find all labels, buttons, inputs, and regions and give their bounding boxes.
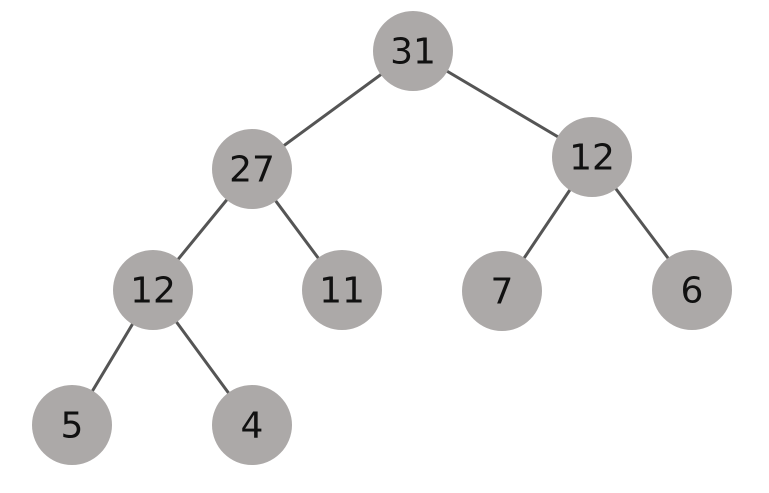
tree-node-circle xyxy=(302,250,382,330)
tree-node-circle xyxy=(652,250,732,330)
edges-layer xyxy=(70,49,694,427)
tree-node-label: 11 xyxy=(319,271,365,312)
tree-node-ll: 12 xyxy=(113,250,193,330)
tree-node-rr: 6 xyxy=(652,250,732,330)
tree-node-circle xyxy=(212,129,292,209)
tree-node-label: 4 xyxy=(241,406,264,447)
tree-node-r: 12 xyxy=(552,117,632,197)
tree-node-circle xyxy=(373,11,453,91)
tree-node-label: 12 xyxy=(130,271,176,312)
tree-node-label: 5 xyxy=(61,406,84,447)
tree-node-lr: 11 xyxy=(302,250,382,330)
nodes-layer: 31 27 12 12 11 7 6 5 4 xyxy=(32,11,732,465)
tree-node-label: 7 xyxy=(491,272,514,313)
tree-node-circle xyxy=(32,385,112,465)
tree-node-circle xyxy=(212,385,292,465)
tree-node-l: 27 xyxy=(212,129,292,209)
tree-node-llr: 4 xyxy=(212,385,292,465)
tree-node-circle xyxy=(462,251,542,331)
tree-node-label: 6 xyxy=(681,271,704,312)
tree-node-root: 31 xyxy=(373,11,453,91)
tree-node-rl: 7 xyxy=(462,251,542,331)
tree-node-label: 27 xyxy=(229,150,275,191)
tree-node-label: 12 xyxy=(569,138,615,179)
tree-node-lll: 5 xyxy=(32,385,112,465)
tree-node-circle xyxy=(113,250,193,330)
tree-node-circle xyxy=(552,117,632,197)
tree-node-label: 31 xyxy=(390,32,436,73)
